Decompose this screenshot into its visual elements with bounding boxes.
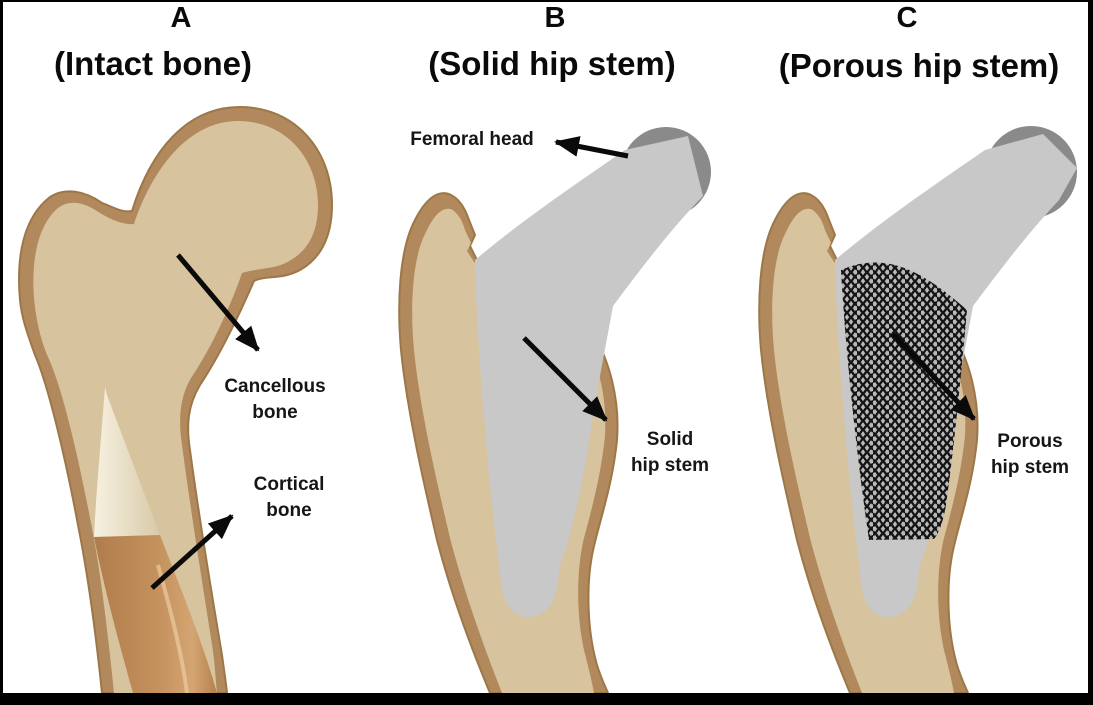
panel-b-illustration bbox=[398, 127, 711, 693]
porous-hip-stem-label-line1: Porous bbox=[997, 431, 1063, 452]
solid-hip-stem-label: Solid hip stem bbox=[631, 427, 709, 478]
panel-c-letter: C bbox=[896, 2, 918, 34]
femoral-head-label: Femoral head bbox=[410, 129, 534, 150]
cortical-bone-label-line1: Cortical bbox=[253, 474, 325, 495]
panel-b-caption: (Solid hip stem) bbox=[428, 45, 676, 82]
porous-hip-stem-label: Porous hip stem bbox=[991, 429, 1069, 480]
cancellous-bone-label-line2: bone bbox=[252, 401, 298, 423]
frame-border-bottom bbox=[0, 693, 1093, 705]
frame-border-right bbox=[1088, 0, 1093, 705]
medullary-cone bbox=[94, 387, 160, 537]
cancellous-bone-label: Cancellous bone bbox=[224, 374, 325, 425]
solid-hip-stem-label-line2: hip stem bbox=[630, 454, 710, 476]
panel-c-caption: (Porous hip stem) bbox=[778, 47, 1060, 84]
frame-border-left bbox=[0, 0, 3, 705]
porous-hip-stem-label-line2: hip stem bbox=[990, 456, 1070, 478]
cancellous-bone-label-line1: Cancellous bbox=[224, 376, 326, 397]
cortical-shaft-core bbox=[94, 535, 217, 693]
cortical-bone-label-line2: bone bbox=[266, 499, 312, 521]
panel-a-letter: A bbox=[170, 2, 192, 34]
frame-border-top bbox=[0, 0, 1093, 2]
solid-hip-stem-label-line1: Solid bbox=[646, 429, 694, 450]
cortical-bone-label: Cortical bone bbox=[254, 472, 325, 523]
panel-a-caption: (Intact bone) bbox=[54, 45, 252, 82]
panel-c-illustration bbox=[758, 126, 1077, 693]
panel-b-letter: B bbox=[544, 2, 566, 34]
